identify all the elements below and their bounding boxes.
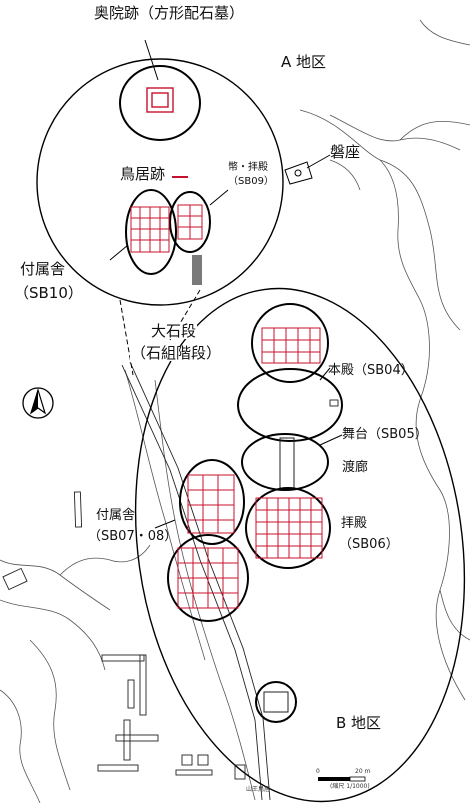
haiden-label: 拝殿 (341, 516, 368, 531)
sb10-leader (109, 244, 129, 261)
sanno-structure (263, 691, 289, 713)
fuzokusha-sb07-code-label: （SB07・08） (88, 529, 178, 544)
sb07-leader (154, 519, 176, 529)
iwakura-stone (284, 161, 313, 185)
honden-sb04-circle (251, 303, 329, 383)
oishidan-label: 大石段 (150, 322, 198, 340)
iwakura-label: 磐座 (330, 143, 361, 161)
scale-20m-label: 20 m (355, 768, 371, 775)
hei-haiden-sb09-circle (169, 191, 211, 253)
iwakura-mark (294, 169, 302, 177)
sb07-grid (187, 474, 235, 534)
honden-leader (319, 367, 331, 381)
hei-haiden-label: 幣・拝殿 (228, 162, 268, 173)
okunoin-leader (144, 39, 159, 81)
watarirou-corridor (279, 437, 295, 489)
fuzokusha-sb07-circle (179, 459, 245, 545)
honden-surround-circle (237, 368, 343, 442)
sb09-leader (209, 189, 229, 206)
butai-sb05-circle (241, 433, 329, 491)
torii-label: 鳥居跡 (120, 165, 166, 183)
sanno-torii-label: 山王鳥居 (246, 786, 271, 793)
sb04-grid (261, 327, 321, 364)
fuzokusha-sb07-label: 付属舎 (96, 508, 136, 523)
sb06-grid (255, 497, 323, 559)
haiden-sb06-circle (245, 487, 331, 569)
approach-road (121, 361, 271, 801)
sanno-area-circle (255, 681, 297, 723)
haiden-sb06-code-label: （SB06） (339, 537, 399, 552)
iwakura-leader (306, 154, 331, 169)
sb09-grid (177, 204, 203, 240)
okunoin-label: 奥院跡（方形配石墓） (93, 4, 246, 22)
honden-sb04-label: 本殿（SB04） (328, 363, 414, 378)
terrain-lines (0, 19, 471, 803)
area-b-label: B 地区 (336, 714, 382, 732)
north-arrow-icon (22, 387, 54, 419)
stone-steps (192, 255, 202, 285)
oishidan-sub-label: （石組階段） (130, 344, 223, 362)
scale-zero-label: 0 (316, 768, 320, 775)
butai-sb05-label: 舞台（SB05） (342, 427, 428, 442)
butai-leader (319, 434, 343, 446)
area-a-label: A 地区 (281, 53, 327, 71)
sb08-grid (177, 547, 239, 609)
area-b-boundary (134, 287, 466, 803)
fuzokusha-sb08-circle (167, 534, 249, 622)
okunoin-stone-tomb (146, 87, 174, 113)
fuzokusha-sb10-code-label: （SB10） (14, 284, 83, 302)
hei-haiden-code-label: （SB09） (228, 176, 274, 187)
trenches (2, 399, 339, 780)
fuzokusha-sb10-circle (125, 189, 177, 275)
area-a-boundary (36, 58, 284, 306)
okunoin-circle (119, 65, 201, 141)
sb10-grid (130, 206, 170, 253)
watarirou-label: 渡廊 (342, 460, 369, 475)
scale-note-label: (縮尺 1/1000) (330, 783, 370, 790)
fuzokusha-sb10-label: 付属舎 (20, 260, 66, 278)
scale-bar (318, 776, 366, 782)
